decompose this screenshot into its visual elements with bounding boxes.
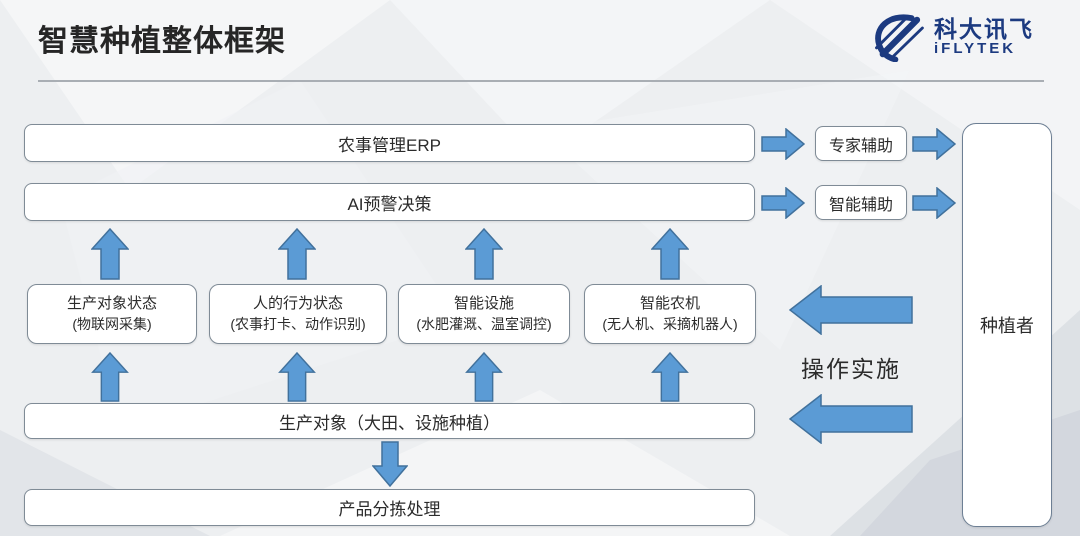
node-human-behavior-status: 人的行为状态 (农事打卡、动作识别)	[209, 284, 387, 344]
node-production-object-status: 生产对象状态 (物联网采集)	[27, 284, 197, 344]
logo-chinese-name: 科大讯飞	[934, 16, 1034, 43]
iflytek-logo-text: 科大讯飞 iFLYTEK	[934, 17, 1034, 57]
right-arrow-icon	[912, 187, 956, 219]
iflytek-logo: 科大讯飞 iFLYTEK	[872, 12, 1034, 62]
down-arrow-icon	[372, 441, 408, 487]
node-label-line1: 生产对象状态	[66, 295, 157, 312]
node-label-line2: (水肥灌溉、温室调控)	[416, 316, 552, 332]
operation-implementation-label: 操作实施	[801, 356, 901, 382]
right-arrow-icon	[761, 187, 805, 219]
up-arrow-icon	[278, 352, 316, 402]
node-label: 专家辅助	[828, 137, 893, 155]
node-label: AI预警决策	[347, 194, 432, 214]
right-arrow-icon	[912, 128, 956, 160]
node-label-line1: 人的行为状态	[252, 295, 343, 312]
up-arrow-icon	[465, 352, 503, 402]
logo-english-name: iFLYTEK	[934, 40, 1017, 58]
node-label-line2: (农事打卡、动作识别)	[230, 316, 366, 332]
node-production-object: 生产对象（大田、设施种植）	[24, 403, 755, 439]
left-arrow-icon	[789, 394, 913, 444]
node-smart-facilities: 智能设施 (水肥灌溉、温室调控)	[398, 284, 570, 344]
node-label: 种植者	[980, 316, 1034, 336]
node-label-line2: (无人机、采摘机器人)	[602, 316, 738, 332]
node-farm-management-erp: 农事管理ERP	[24, 124, 755, 162]
up-arrow-icon	[465, 228, 503, 280]
node-label: 农事管理ERP	[338, 135, 441, 155]
up-arrow-icon	[91, 352, 129, 402]
up-arrow-icon	[651, 228, 689, 280]
node-label: 产品分拣处理	[338, 500, 441, 519]
node-expert-assist: 专家辅助	[815, 126, 907, 161]
node-label-line1: 智能农机	[639, 295, 700, 312]
node-label: 生产对象（大田、设施种植）	[279, 413, 500, 433]
up-arrow-icon	[91, 228, 129, 280]
node-intelligent-assist: 智能辅助	[815, 185, 907, 220]
node-label-line2: (物联网采集)	[72, 316, 152, 332]
header-divider	[38, 80, 1044, 82]
right-arrow-icon	[761, 128, 805, 160]
up-arrow-icon	[651, 352, 689, 402]
node-product-sorting: 产品分拣处理	[24, 489, 755, 526]
node-smart-agri-machines: 智能农机 (无人机、采摘机器人)	[584, 284, 756, 344]
node-label: 智能辅助	[828, 196, 893, 214]
iflytek-logo-icon	[875, 14, 924, 62]
page-title: 智慧种植整体框架	[38, 25, 286, 58]
node-ai-warning-decision: AI预警决策	[24, 183, 755, 221]
node-label-line1: 智能设施	[453, 295, 514, 312]
up-arrow-icon	[278, 228, 316, 280]
node-grower: 种植者	[962, 123, 1052, 527]
left-arrow-icon	[789, 285, 913, 335]
